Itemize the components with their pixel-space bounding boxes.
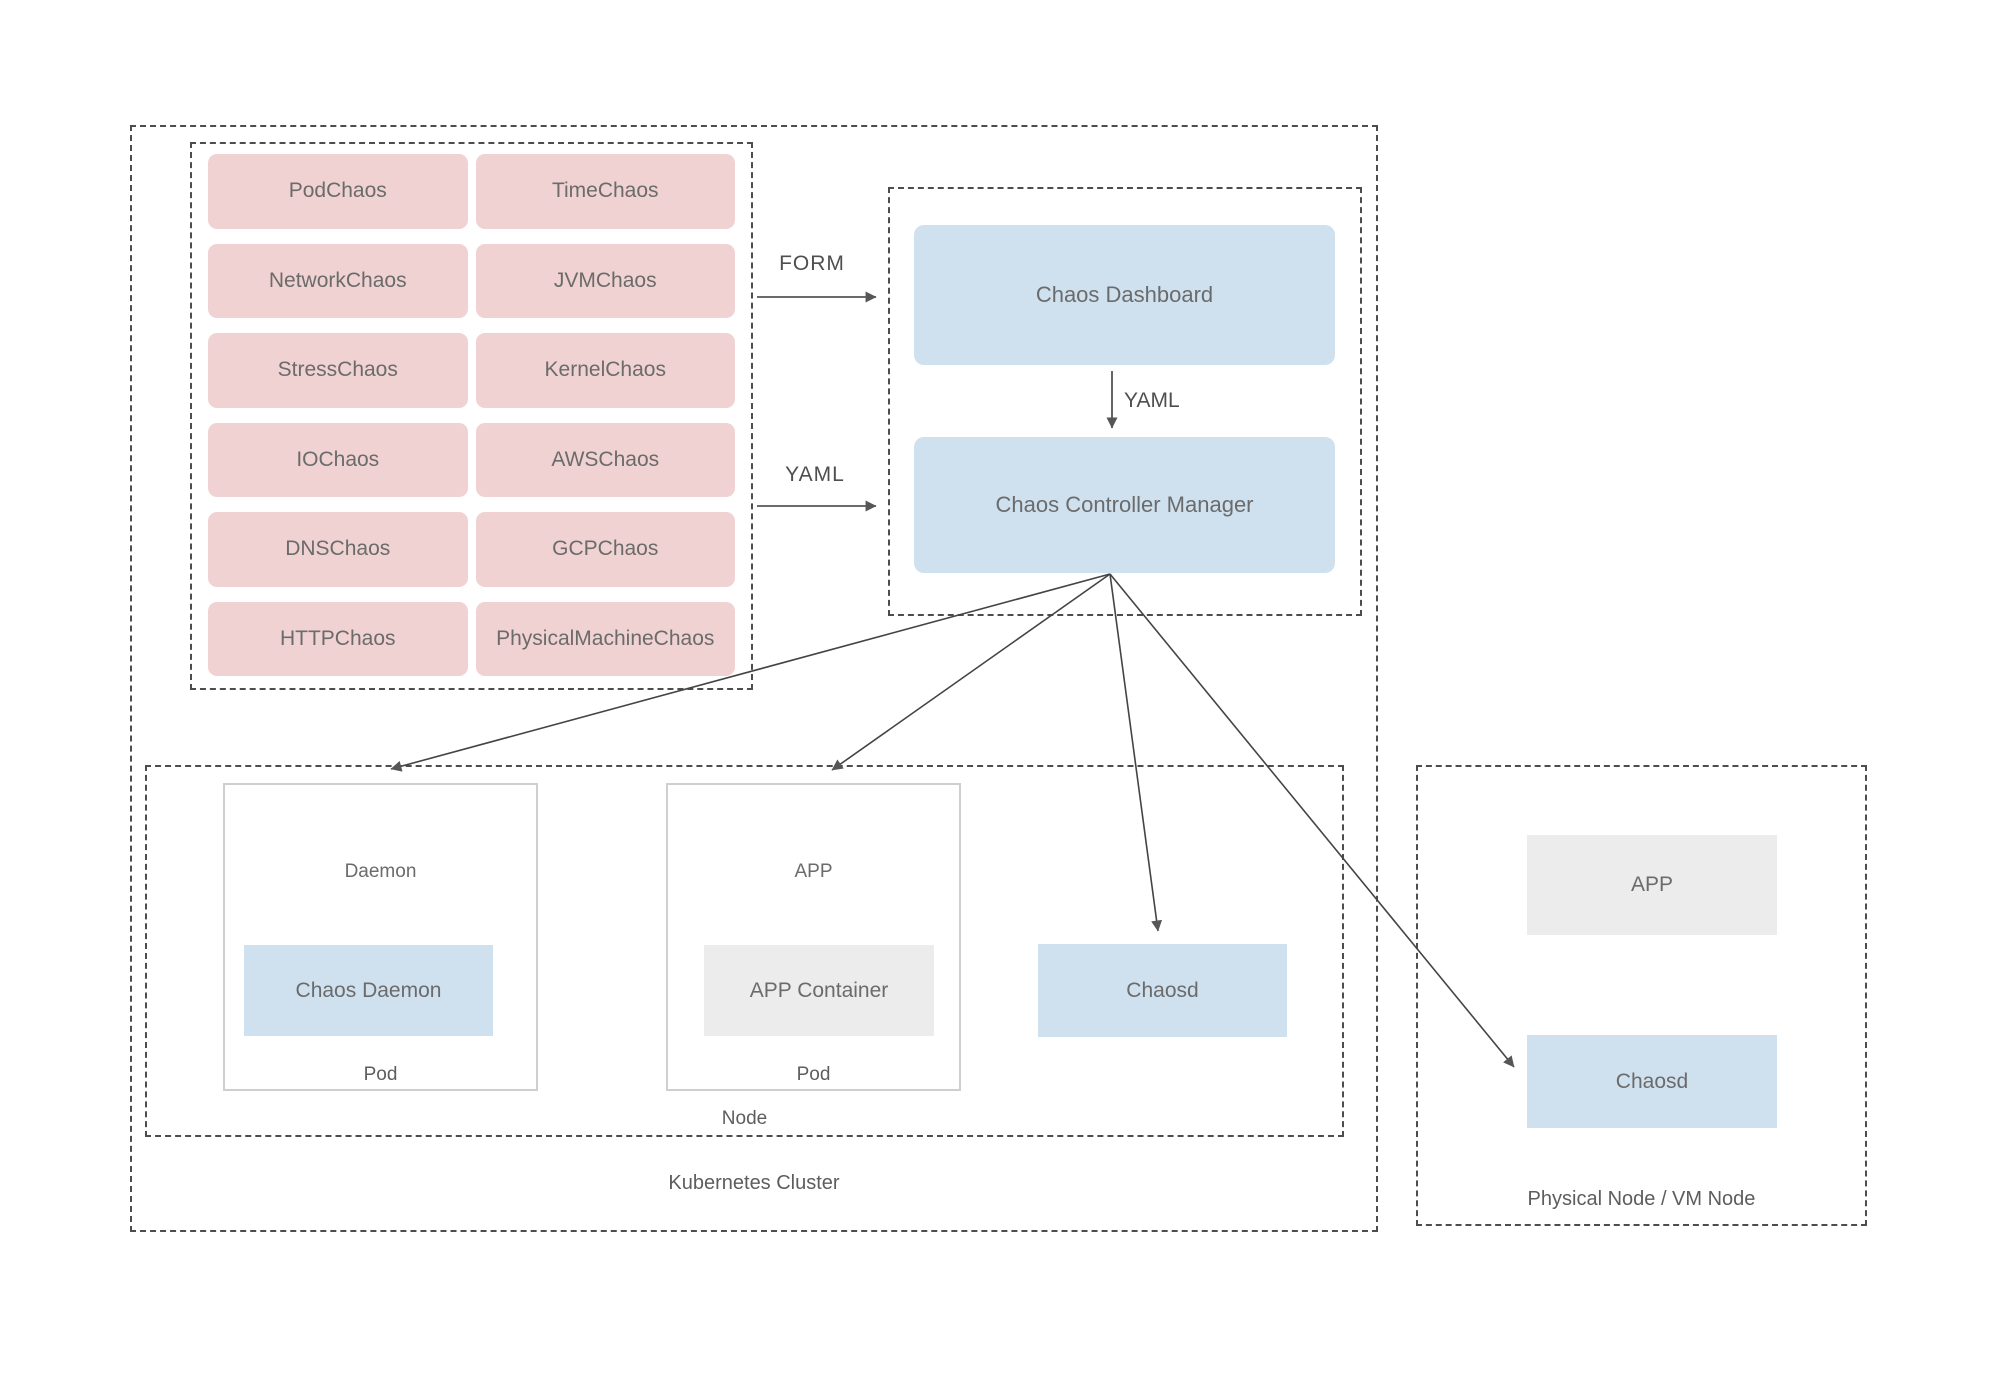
chaos-type-jvmchaos: JVMChaos	[475, 243, 735, 318]
yaml-down-label: YAML	[1124, 389, 1180, 412]
kubernetes-cluster-label: Kubernetes Cluster	[668, 1172, 840, 1194]
chaos-type-timechaos: TimeChaos	[475, 154, 735, 229]
chaos-controller-manager-box: Chaos Controller Manager	[914, 437, 1335, 573]
chaos-type-iochaos: IOChaos	[208, 422, 468, 497]
physical-chaosd-box: Chaosd	[1527, 1035, 1777, 1128]
chaos-type-kernelchaos: KernelChaos	[475, 333, 735, 408]
chaosd-node-box: Chaosd	[1038, 944, 1287, 1037]
chaos-type-dnschaos: DNSChaos	[208, 512, 468, 587]
app-pod: APP APP Container Pod	[666, 783, 961, 1091]
form-flow-label: FORM	[779, 252, 845, 275]
node-label: Node	[721, 1108, 768, 1129]
chaos-type-awschaos: AWSChaos	[475, 422, 735, 497]
daemon-pod-footer: Pod	[363, 1064, 398, 1085]
app-pod-title: APP	[794, 861, 833, 882]
app-pod-footer: Pod	[796, 1064, 831, 1085]
physical-app-box: APP	[1527, 835, 1777, 935]
physical-node-label: Physical Node / VM Node	[1527, 1188, 1756, 1210]
chaos-type-list: PodChaos TimeChaos NetworkChaos JVMChaos…	[190, 142, 753, 690]
chaos-type-podchaos: PodChaos	[208, 154, 468, 229]
chaos-type-gcpchaos: GCPChaos	[475, 512, 735, 587]
chaos-type-physicalmachinechaos: PhysicalMachineChaos	[475, 601, 735, 676]
chaos-dashboard-box: Chaos Dashboard	[914, 225, 1335, 365]
daemon-pod-title: Daemon	[344, 861, 417, 882]
chaos-type-stresschaos: StressChaos	[208, 333, 468, 408]
daemon-pod: Daemon Chaos Daemon Pod	[223, 783, 538, 1091]
yaml-flow-label: YAML	[785, 463, 845, 486]
chaos-type-httpchaos: HTTPChaos	[208, 601, 468, 676]
chaos-type-networkchaos: NetworkChaos	[208, 243, 468, 318]
chaos-daemon-box: Chaos Daemon	[244, 945, 493, 1036]
app-container-box: APP Container	[704, 945, 934, 1036]
